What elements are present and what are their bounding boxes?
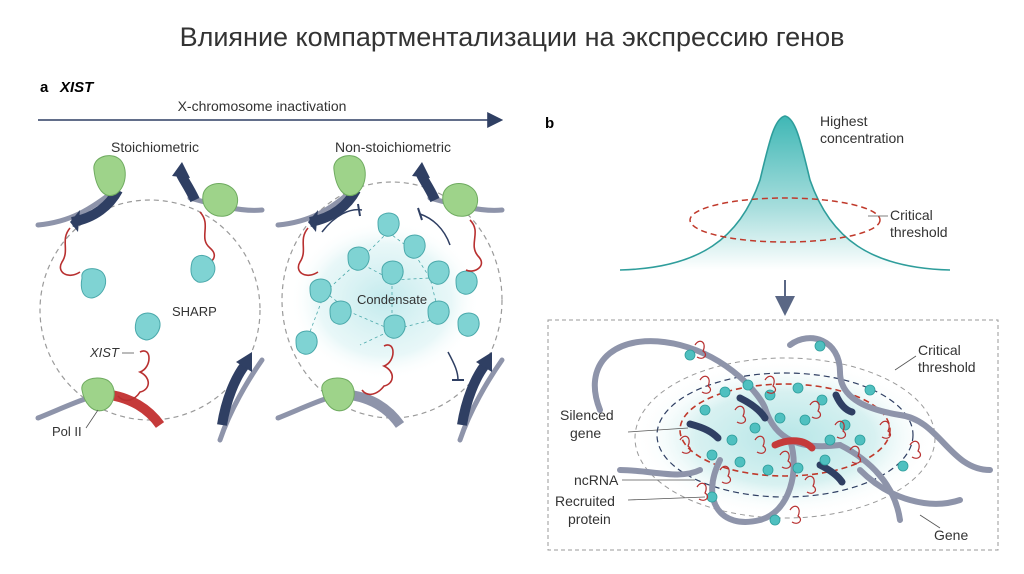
inset-threshold-ring [679, 383, 891, 477]
silenced-gene-label-2: gene [570, 425, 601, 441]
ncrna-label: ncRNA [574, 472, 619, 488]
stoichiometric-nucleus: SHARP XIST Pol II [35, 155, 265, 443]
panel-a-gene-label: XIST [59, 79, 95, 96]
gene-label: Gene [934, 527, 968, 543]
sharp-label: SHARP [172, 304, 217, 319]
panel-a-letter: a [40, 79, 49, 96]
slide-title: Влияние компартментализации на экспресси… [179, 22, 845, 52]
x-inactivation-label: X-chromosome inactivation [178, 98, 347, 114]
highest-label-1: Highest [820, 113, 868, 129]
highest-label-2: concentration [820, 130, 904, 146]
concentration-curve-fill [620, 116, 950, 270]
stoichiometric-label: Stoichiometric [111, 139, 199, 155]
pol-ii-label: Pol II [52, 424, 82, 439]
recruited-protein-label-1: Recruited [555, 493, 615, 509]
concentration-curve [619, 115, 951, 271]
inset-threshold-label-2: threshold [918, 359, 976, 375]
threshold-label-2: threshold [890, 224, 948, 240]
non-stoichiometric-label: Non-stoichiometric [335, 139, 451, 155]
condensate-label: Condensate [357, 292, 427, 307]
silenced-gene-label-1: Silenced [560, 407, 614, 423]
non-stoichiometric-nucleus: Condensate [275, 155, 505, 443]
threshold-ring [689, 197, 881, 243]
panel-b: b Highest concentration Critical thresho… [545, 113, 999, 551]
inset-box [547, 319, 999, 551]
recruited-protein-label-2: protein [568, 511, 611, 527]
panel-b-letter: b [545, 115, 554, 132]
inset-threshold-label-1: Critical [918, 342, 961, 358]
threshold-label-1: Critical [890, 207, 933, 223]
panel-a: a XIST X-chromosome inactivation Stoichi… [35, 79, 505, 443]
xist-label: XIST [89, 345, 120, 360]
